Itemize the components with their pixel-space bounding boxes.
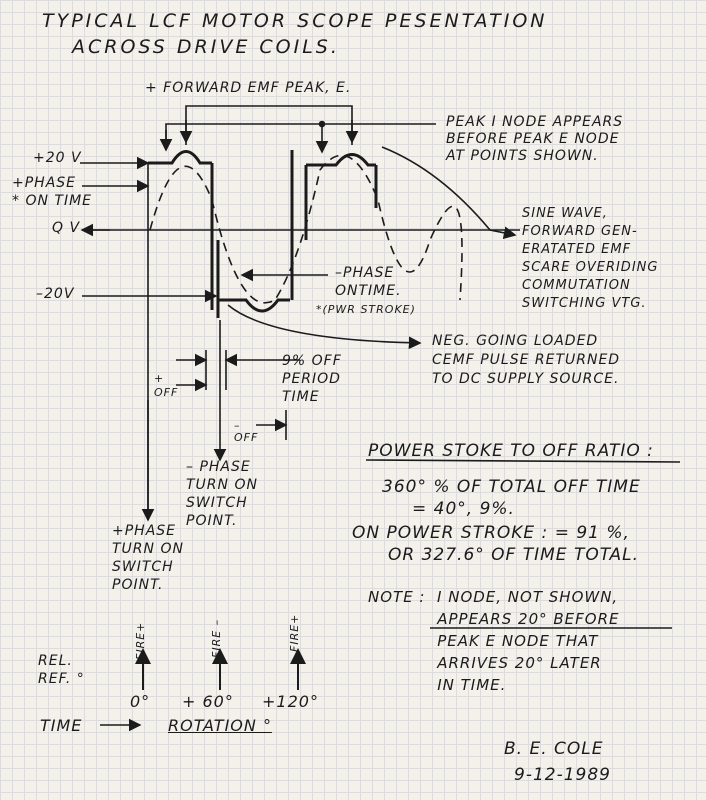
neg-going-note: NEG. GOING LOADED CEMF PULSE RETURNED TO…	[432, 333, 621, 387]
ratio-heading: POWER STOKE TO OFF RATIO :	[368, 441, 654, 461]
plus-off-label: + OFF	[154, 372, 179, 399]
ratio-line-1: 360° % OF TOTAL OFF TIME	[382, 477, 641, 497]
minus-off-label: – OFF	[234, 419, 259, 444]
fire-minus-label: FIRE –	[210, 618, 223, 658]
minus-phase-ontime-label: –PHASE ONTIME.	[335, 265, 402, 299]
peak-i-node-note: PEAK I NODE APPEARS BEFORE PEAK E NODE A…	[446, 114, 624, 164]
sine-wave-dashed	[149, 154, 463, 304]
forward-emf-peak-label: + FORWARD EMF PEAK, E.	[145, 80, 352, 96]
rel-ref-label: REL. REF. °	[38, 653, 85, 687]
off-period-label: 9% OFF PERIOD TIME	[282, 353, 342, 405]
rotation-label: ROTATION °	[168, 716, 272, 735]
pwr-stroke-label: *(PWR STROKE)	[316, 303, 416, 316]
deg-0-label: 0°	[130, 692, 151, 711]
second-plus-pulse	[306, 153, 376, 167]
time-label: TIME	[40, 716, 83, 735]
zero-v-label: Q V	[52, 220, 81, 236]
signature-name: B. E. COLE	[504, 739, 604, 759]
fire-plus-label-1: FIRE+	[134, 621, 147, 660]
plus-phase-ontime-label: +PHASE * ON TIME	[12, 175, 92, 209]
i-node-note: NOTE : I NODE, NOT SHOWN, APPEARS 20° BE…	[368, 588, 620, 694]
ratio-line-2: = 40°, 9%.	[412, 499, 515, 519]
signature-date: 9-12-1989	[514, 765, 611, 785]
emf-peak-bracket	[185, 105, 353, 145]
ratio-line-4: OR 327.6° OF TIME TOTAL.	[388, 545, 640, 565]
minus-20v-label: –20V	[36, 286, 75, 302]
sine-wave-leader	[381, 146, 517, 240]
fire-plus-label-2: FIRE+	[288, 613, 301, 652]
ratio-line-3: ON POWER STROKE : = 91 %,	[352, 523, 630, 543]
sine-wave-note: SINE WAVE, FORWARD GEN- ERATATED EMF SCA…	[522, 206, 659, 311]
minus-phase-pulse	[218, 298, 290, 313]
plus-phase-switch-label: +PHASE TURN ON SWITCH POINT.	[112, 523, 184, 593]
plus-phase-pulse	[148, 150, 212, 165]
title-line-2: ACROSS DRIVE COILS.	[72, 36, 340, 58]
deg-120-label: +120°	[262, 692, 319, 711]
deg-60-label: + 60°	[182, 692, 234, 711]
title-line-1: TYPICAL LCF MOTOR SCOPE PESENTATION	[42, 10, 548, 32]
peak-i-bracket	[165, 123, 436, 150]
plus-20v-label: +20 V	[33, 150, 82, 166]
minus-phase-switch-label: – PHASE TURN ON SWITCH POINT.	[186, 459, 258, 529]
neg-going-leader	[227, 304, 422, 350]
